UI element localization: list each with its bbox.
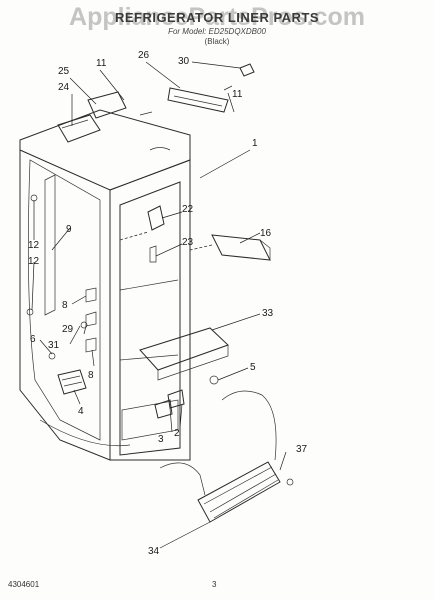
callout-26: 26 (138, 50, 150, 61)
callout-5: 5 (250, 362, 256, 373)
callout-1: 1 (252, 138, 258, 149)
drain-heater-assembly (159, 390, 294, 523)
leader-lines (31, 61, 287, 549)
diagram-title: REFRIGERATOR LINER PARTS (114, 10, 320, 25)
callout-3: 3 (158, 434, 164, 445)
dashed-guide (119, 231, 149, 241)
callout-labels: 11 26 30 25 24 11 1 22 23 16 33 5 9 12 1… (28, 50, 308, 557)
callout-30: 30 (178, 56, 190, 67)
callout-37: 37 (296, 444, 308, 455)
page-number: 3 (212, 580, 217, 589)
color-variant: (Black) (204, 37, 230, 46)
callout-24: 24 (58, 82, 70, 93)
callout-2: 2 (174, 428, 180, 439)
callout-6: 6 (30, 334, 36, 345)
callout-12-upper: 12 (28, 240, 40, 251)
liner-cabinet (19, 109, 191, 461)
callout-29: 29 (62, 324, 74, 335)
side-components (139, 205, 271, 419)
callout-33: 31 (48, 340, 60, 351)
callout-25: 25 (58, 66, 70, 77)
callout-34: 33 (262, 308, 274, 319)
document-number: 4304601 (8, 580, 40, 589)
callout-11-top: 11 (96, 58, 107, 69)
callout-23: 23 (182, 237, 194, 248)
callout-22: 22 (182, 204, 194, 215)
callout-31: 34 (148, 546, 160, 557)
callout-8-upper: 8 (62, 300, 68, 311)
top-components (57, 63, 255, 143)
callout-11-right: 11 (232, 89, 243, 100)
model-number: For Model: ED25DQXDB00 (168, 27, 266, 36)
callout-4: 4 (78, 406, 84, 417)
callout-12-lower: 12 (28, 256, 40, 267)
left-small-parts (26, 194, 97, 395)
callout-9: 9 (66, 224, 72, 235)
callout-8-lower: 8 (88, 370, 94, 381)
watermark: AppliancePartsPros.com (69, 3, 365, 31)
callout-16: 16 (260, 228, 272, 239)
dashed-guide (189, 244, 213, 251)
